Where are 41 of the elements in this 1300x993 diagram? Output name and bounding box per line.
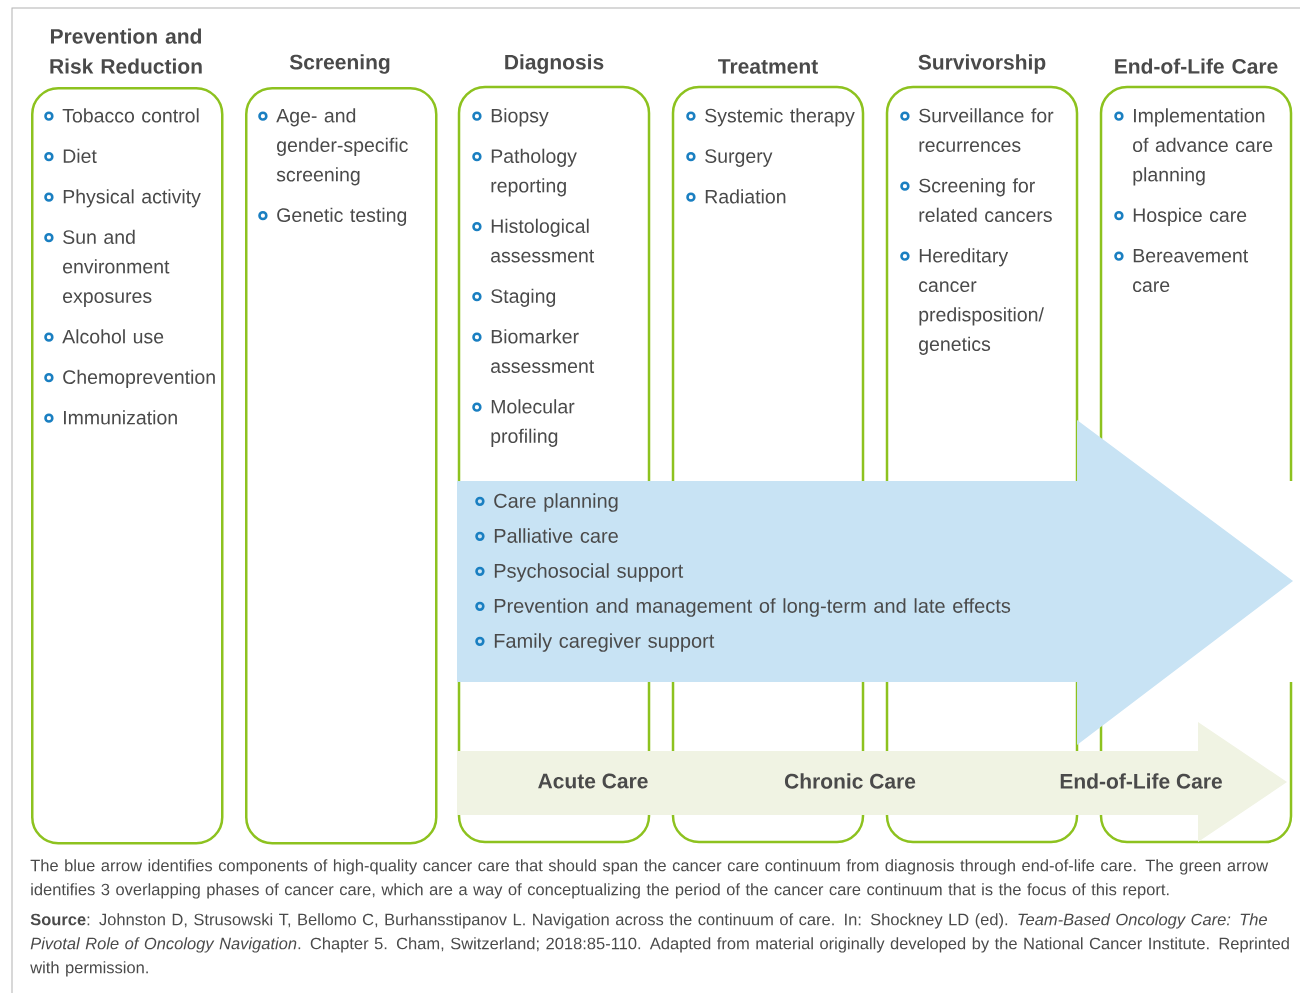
list-item: Histological assessment xyxy=(472,218,595,263)
column-heading: Prevention and Risk Reduction xyxy=(50,28,202,74)
list-item: Staging xyxy=(472,288,556,307)
list-item: Surveillance for recurrences xyxy=(900,108,1054,152)
list-item: Psychosocial support xyxy=(475,563,684,582)
column-heading: End-of-Life Care xyxy=(1115,58,1278,74)
list-item: Care planning xyxy=(475,493,618,512)
list-item: Screening for related cancers xyxy=(900,178,1052,222)
column-heading: Diagnosis xyxy=(505,54,604,74)
list-item: Age- and gender-specific screening xyxy=(258,108,408,186)
block-arrow xyxy=(457,420,1293,745)
list-item: Prevention and management of long-term and late effects xyxy=(475,598,1011,617)
list-item: Radiation xyxy=(686,189,786,204)
list-item: Hospice care xyxy=(1114,207,1247,226)
phase-label: Acute Care xyxy=(538,773,648,789)
list-item: Sun and environment exposures xyxy=(44,229,170,307)
list-item: Hereditary cancer predisposition/ genetics xyxy=(900,248,1044,355)
list-item: Bereavement care xyxy=(1114,248,1249,292)
list-item: Diet xyxy=(44,148,97,163)
list-item: Palliative care xyxy=(475,528,618,543)
list-item: Systemic therapy xyxy=(686,108,855,127)
list-item: Physical activity xyxy=(44,189,201,208)
list-item: Tobacco control xyxy=(44,108,199,123)
phase-label: End-of-Life Care xyxy=(1060,773,1222,789)
list-item: Surgery xyxy=(686,149,773,167)
phase-label: Chronic Care xyxy=(784,773,916,789)
source-note: Source: Johnston D, Strusowski T, Bellomo C, Burhansstipanov L. Navigation across the continuum of care. In: Shockney LD (ed). Team-Based Oncology Care: The Pivotal Role of Oncology Navigation. Chapter 5. Cham, Switzerland; 2018:85-110. Adapted from material originally developed by the National Cancer Institute. Reprinted with permission. xyxy=(30,913,1289,977)
list-item: Family caregiver support xyxy=(475,633,715,652)
list-item: Biopsy xyxy=(472,108,549,127)
list-item: Molecular profiling xyxy=(472,399,575,447)
list-item: Chemoprevention xyxy=(44,369,215,388)
caption: The blue arrow identifies components of high-quality cancer care that should span the cancer care continuum from diagnosis through end-of-life care. The green arrow identifies 3 overlapping phases of cancer care, which are a way of conceptualizing the period of the cancer care continuum that is the focus of this report. xyxy=(30,859,1269,899)
list-item: Pathology reporting xyxy=(472,148,577,197)
column-heading: Treatment xyxy=(718,59,818,74)
list-item: Genetic testing xyxy=(258,207,407,226)
list-item: Biomarker assessment xyxy=(472,329,595,373)
list-item: Alcohol use xyxy=(44,329,164,344)
column-heading: Screening xyxy=(289,54,390,74)
list-item: Immunization xyxy=(44,410,177,425)
list-item: Implementation of advance care planning xyxy=(1114,108,1273,186)
column-heading: Survivorship xyxy=(918,54,1046,74)
